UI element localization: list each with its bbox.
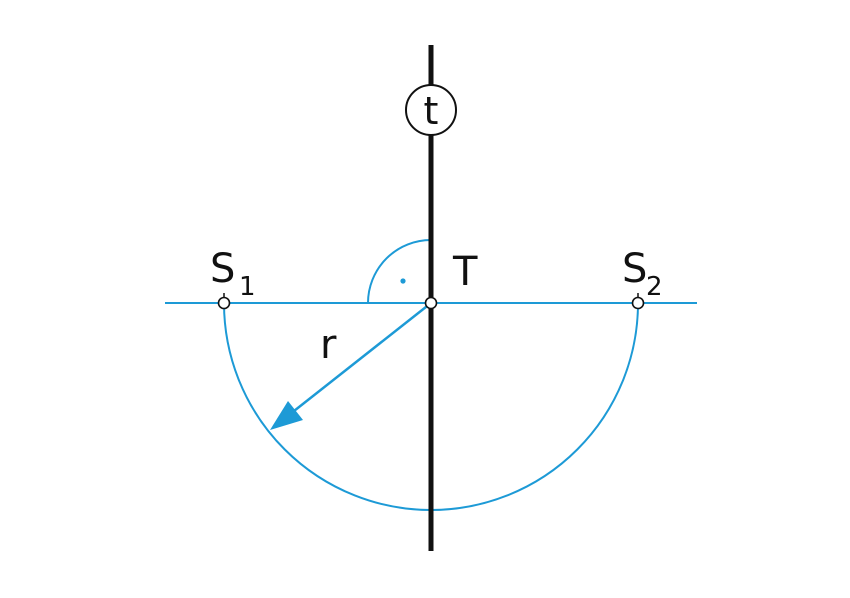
label-s2-letter: S [622,246,647,292]
radius-line [293,302,432,412]
radius-arrow-icon [270,401,303,430]
label-s1-letter: S [210,246,235,292]
point-t [424,296,438,310]
label-s1-index: 1 [239,272,256,302]
label-t: T [452,249,478,295]
line-t-label: t [424,89,439,133]
label-s2-index: 2 [646,272,663,302]
label-radius: r [320,322,337,368]
point-s1 [217,296,231,310]
right-angle-marker [367,239,432,304]
right-angle-dot [400,278,406,284]
line-t-label-circle [405,84,457,136]
point-s2 [631,296,645,310]
